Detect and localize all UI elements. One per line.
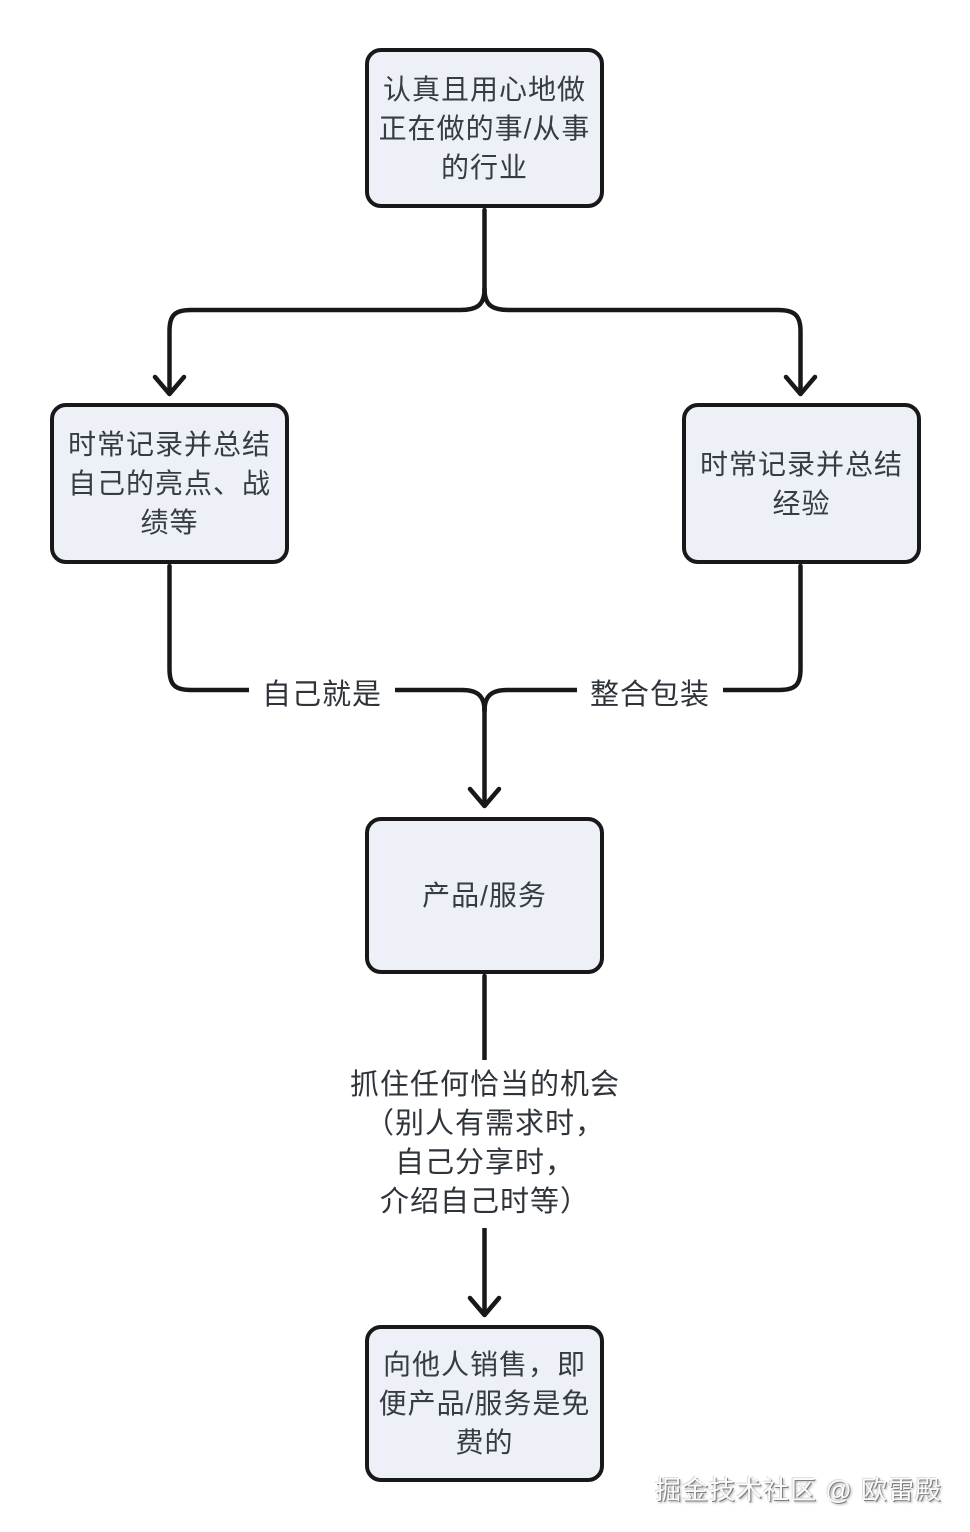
node-sell-label: 向他人销售，即 便产品/服务是免 费的 <box>378 1349 591 1458</box>
node-product-service-label: 产品/服务 <box>422 880 547 911</box>
node-record-experience-label: 时常记录并总结 经验 <box>699 448 903 519</box>
node-sell: 向他人销售，即 便产品/服务是免 费的 <box>365 1325 604 1482</box>
node-record-highlights: 时常记录并总结 自己的亮点、战 绩等 <box>50 403 289 564</box>
node-start-label: 认真且用心地做 正在做的事/从事 的行业 <box>378 73 591 183</box>
node-product-service: 产品/服务 <box>365 817 604 974</box>
arrowhead-to-product <box>467 786 502 809</box>
arrowhead-to-sell <box>467 1295 502 1318</box>
node-record-highlights-label: 时常记录并总结 自己的亮点、战 绩等 <box>67 429 271 538</box>
node-start: 认真且用心地做 正在做的事/从事 的行业 <box>365 48 604 208</box>
arrowhead-to-highlights <box>152 374 187 397</box>
node-record-experience: 时常记录并总结 经验 <box>682 403 921 564</box>
watermark: 掘金技术社区 @ 欧雷殿 <box>655 1475 942 1505</box>
edge-experience-to-product <box>482 563 803 714</box>
edge-label-self-is: 自己就是 <box>248 668 396 716</box>
edge-start-to-experience <box>482 286 803 393</box>
edge-highlights-to-product <box>167 563 487 714</box>
arrowhead-to-experience <box>783 374 818 397</box>
edge-label-seize-opportunity: 抓住任何恰当的机会 （别人有需求时， 自己分享时， 介绍自己时等） <box>337 1060 633 1228</box>
edge-label-integrate-package: 整合包装 <box>576 668 724 716</box>
edge-start-to-highlights <box>167 286 487 393</box>
